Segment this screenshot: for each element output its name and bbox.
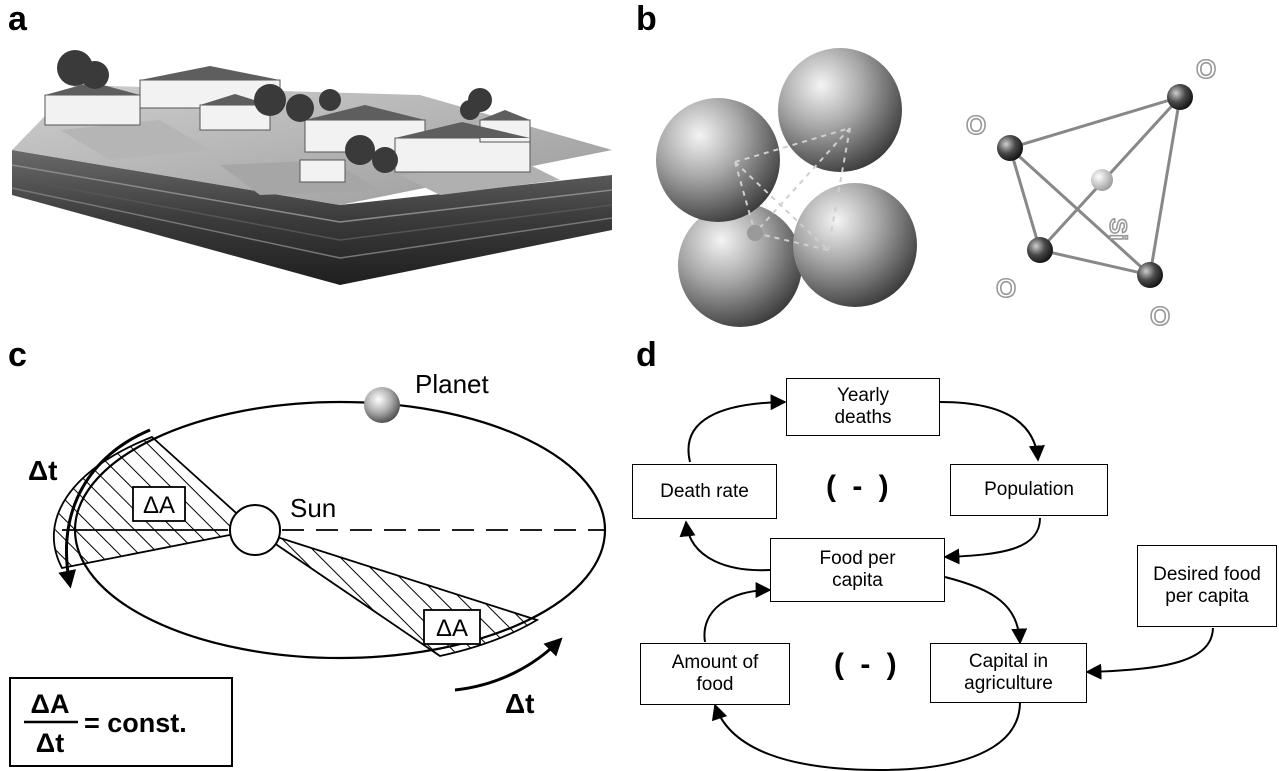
- delta-a-box-right: [423, 609, 481, 645]
- orbit-diagram: [52, 387, 607, 692]
- formula-denominator: Δt: [36, 728, 64, 758]
- panel-letter-a: a: [8, 0, 27, 38]
- delta-a-label-right: ΔA: [436, 615, 468, 642]
- amount-of-food-line2: food: [696, 674, 734, 695]
- sun-label: Sun: [290, 493, 336, 523]
- silicon-oxygen-tetrahedron: [997, 84, 1193, 288]
- silicon-atom: [1091, 169, 1113, 191]
- population-box: Population: [950, 464, 1108, 516]
- desired-food-line1: Desired food: [1153, 564, 1261, 586]
- oxygen-atom: [1137, 262, 1163, 288]
- desired-food-line2: per capita: [1165, 586, 1249, 607]
- capital-line1: Capital in: [968, 651, 1049, 673]
- planet: [364, 387, 400, 423]
- amount-of-food-line1: Amount of: [671, 652, 759, 674]
- oxygen-label: O: [1196, 54, 1216, 84]
- delta-t-label-left: Δt: [28, 455, 57, 486]
- delta-t-arrow-left: [58, 428, 151, 589]
- oxygen-atom: [1167, 84, 1193, 110]
- capital-in-agriculture-box: Capital in agriculture: [930, 643, 1087, 703]
- capital-line2: agriculture: [964, 673, 1053, 694]
- oxygen-atom: [1027, 237, 1053, 263]
- yearly-deaths-box: Yearly deaths: [786, 378, 940, 436]
- swept-area-right: [254, 529, 540, 657]
- yearly-deaths-line2: deaths: [834, 407, 892, 428]
- delta-t-arrow-right: [454, 637, 563, 692]
- silicon-label: Si: [1104, 218, 1131, 241]
- oxygen-label: O: [1150, 301, 1170, 331]
- yearly-deaths-line1: Yearly: [836, 385, 890, 407]
- death-rate-label: Death rate: [660, 480, 749, 502]
- negative-loop-sign-upper: ( - ): [826, 470, 893, 503]
- panel-letter-c: c: [8, 336, 27, 374]
- food-per-capita-line1: Food per: [819, 548, 896, 570]
- food-per-capita-box: Food per capita: [770, 538, 945, 602]
- panel-letter-d: d: [636, 336, 657, 374]
- feedback-arrows: [679, 394, 1214, 771]
- oxygen-atom: [997, 135, 1023, 161]
- oxygen-label: O: [966, 110, 986, 140]
- desired-food-box: Desired food per capita: [1137, 545, 1277, 627]
- negative-loop-sign-lower: ( - ): [834, 648, 901, 681]
- oxygen-label: O: [996, 273, 1016, 303]
- landscape-model-image: [11, 50, 613, 285]
- delta-t-label-right: Δt: [505, 688, 534, 719]
- sun: [229, 504, 281, 556]
- amount-of-food-box: Amount of food: [640, 643, 790, 705]
- death-rate-box: Death rate: [632, 464, 777, 519]
- delta-a-box-left: [132, 486, 186, 522]
- population-label: Population: [984, 479, 1074, 501]
- delta-a-label-left: ΔA: [143, 492, 175, 519]
- food-per-capita-line2: capita: [832, 570, 883, 591]
- oxygen-spheres-model: [656, 48, 917, 327]
- formula-rhs: = const.: [84, 708, 187, 738]
- panel-letter-b: b: [636, 0, 657, 38]
- planet-label: Planet: [415, 369, 489, 399]
- formula-numerator: ΔA: [31, 689, 70, 719]
